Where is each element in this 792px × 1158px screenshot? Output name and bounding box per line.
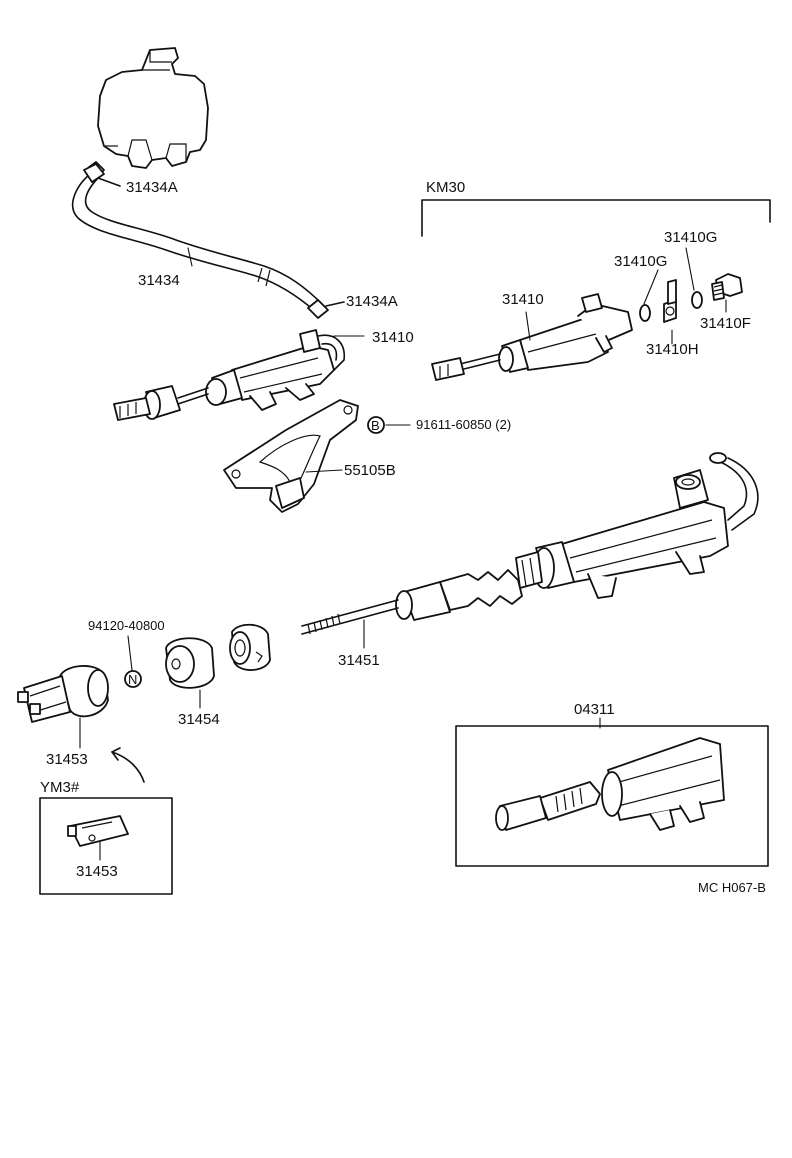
kit-box [455,725,769,867]
figure-code: MC H067-B [698,880,766,895]
boot [165,637,215,689]
km30-bracket-line [421,199,771,237]
label-55105b: 55105B [344,462,396,479]
label-91611-60850: 91611-60850 (2) [416,417,511,432]
ym3-box [39,747,173,895]
nut-marker-letter: N [128,672,137,687]
master-cylinder-left [113,329,345,421]
boot-seal [229,623,271,671]
km30-gasket-lower [639,304,651,322]
label-31410f: 31410F [700,315,751,332]
bracket [223,399,359,513]
label-04311: 04311 [574,701,615,718]
label-31434a-lower: 31434A [346,293,398,310]
leader-lines [79,247,727,861]
km30-gasket-upper [691,291,703,309]
label-31453: 31453 [46,751,88,768]
label-31410-km30: 31410 [502,291,544,308]
km30-union [663,279,677,323]
label-31454: 31454 [178,711,220,728]
label-31453-ym3: 31453 [76,863,118,880]
label-94120-40800: 94120-40800 [88,618,165,633]
bolt-marker [367,416,385,434]
reservoir-tank [87,47,209,179]
label-31434: 31434 [138,272,180,289]
reservoir-hose [72,173,323,313]
nut [124,670,142,688]
km30-union-bolt [711,273,743,301]
hose-clamp-upper [83,163,121,187]
label-31410g-upper: 31410G [664,229,717,246]
bolt-marker-letter: B [371,418,380,433]
master-cylinder-detail [515,452,759,599]
push-rod [301,569,523,635]
label-31410g-lower: 31410G [614,253,667,270]
part-labels: 31434A 31434 31434A 31410 B 91611-60850 … [40,179,766,895]
hose-clamp-lower [307,299,345,319]
label-31410h: 31410H [646,341,699,358]
clevis [17,665,109,723]
km30-master-cylinder [431,293,633,381]
label-31451: 31451 [338,652,380,669]
label-31434a-upper: 31434A [126,179,178,196]
label-km30: KM30 [426,179,465,196]
label-31410-left: 31410 [372,329,414,346]
label-ym3: YM3# [40,779,80,796]
